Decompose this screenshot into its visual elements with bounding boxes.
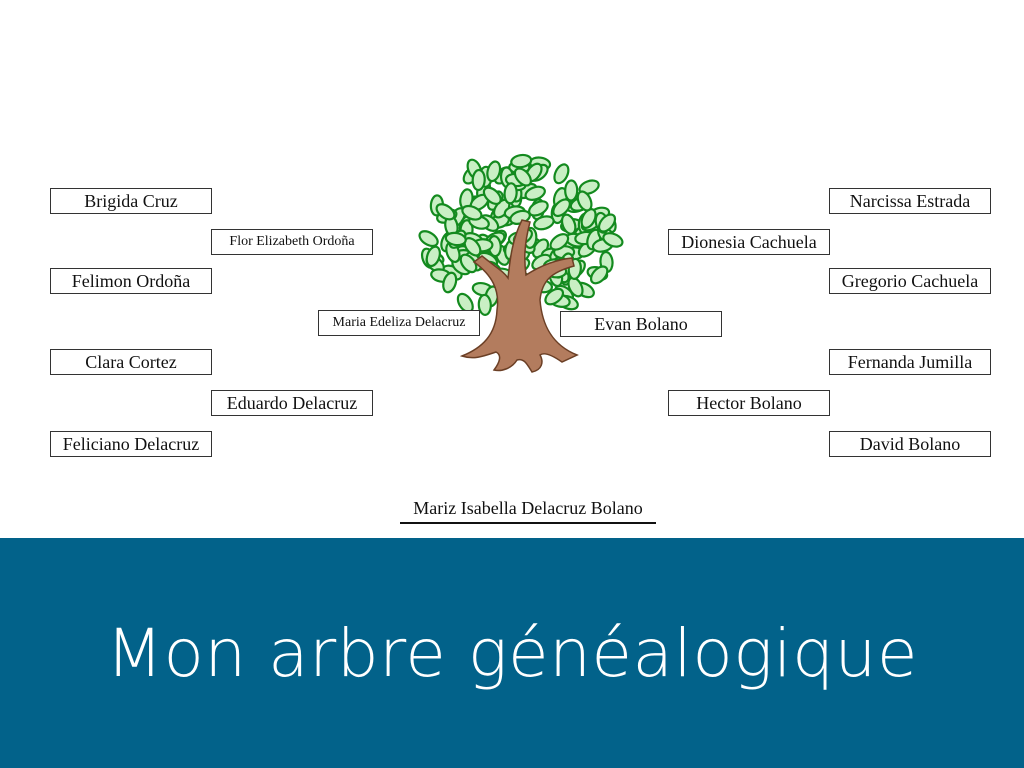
person-box: Hector Bolano <box>668 390 830 416</box>
page-title: Mon arbre généalogique <box>106 614 918 692</box>
person-box: Felimon Ordoña <box>50 268 212 294</box>
person-box: Brigida Cruz <box>50 188 212 214</box>
tree-icon <box>418 153 624 373</box>
person-box: Eduardo Delacruz <box>211 390 373 416</box>
person-box: Gregorio Cachuela <box>829 268 991 294</box>
person-box: Dionesia Cachuela <box>668 229 830 255</box>
tree-illustration <box>412 150 626 376</box>
father-box: Evan Bolano <box>560 311 722 337</box>
person-box: Feliciano Delacruz <box>50 431 212 457</box>
person-box: Flor Elizabeth Ordoña <box>211 229 373 255</box>
child-name: Mariz Isabella Delacruz Bolano <box>400 498 656 524</box>
mother-box: Maria Edeliza Delacruz <box>318 310 480 336</box>
person-box: Fernanda Jumilla <box>829 349 991 375</box>
title-banner: Mon arbre généalogique <box>0 538 1024 768</box>
person-box: Clara Cortez <box>50 349 212 375</box>
person-box: Narcissa Estrada <box>829 188 991 214</box>
person-box: David Bolano <box>829 431 991 457</box>
